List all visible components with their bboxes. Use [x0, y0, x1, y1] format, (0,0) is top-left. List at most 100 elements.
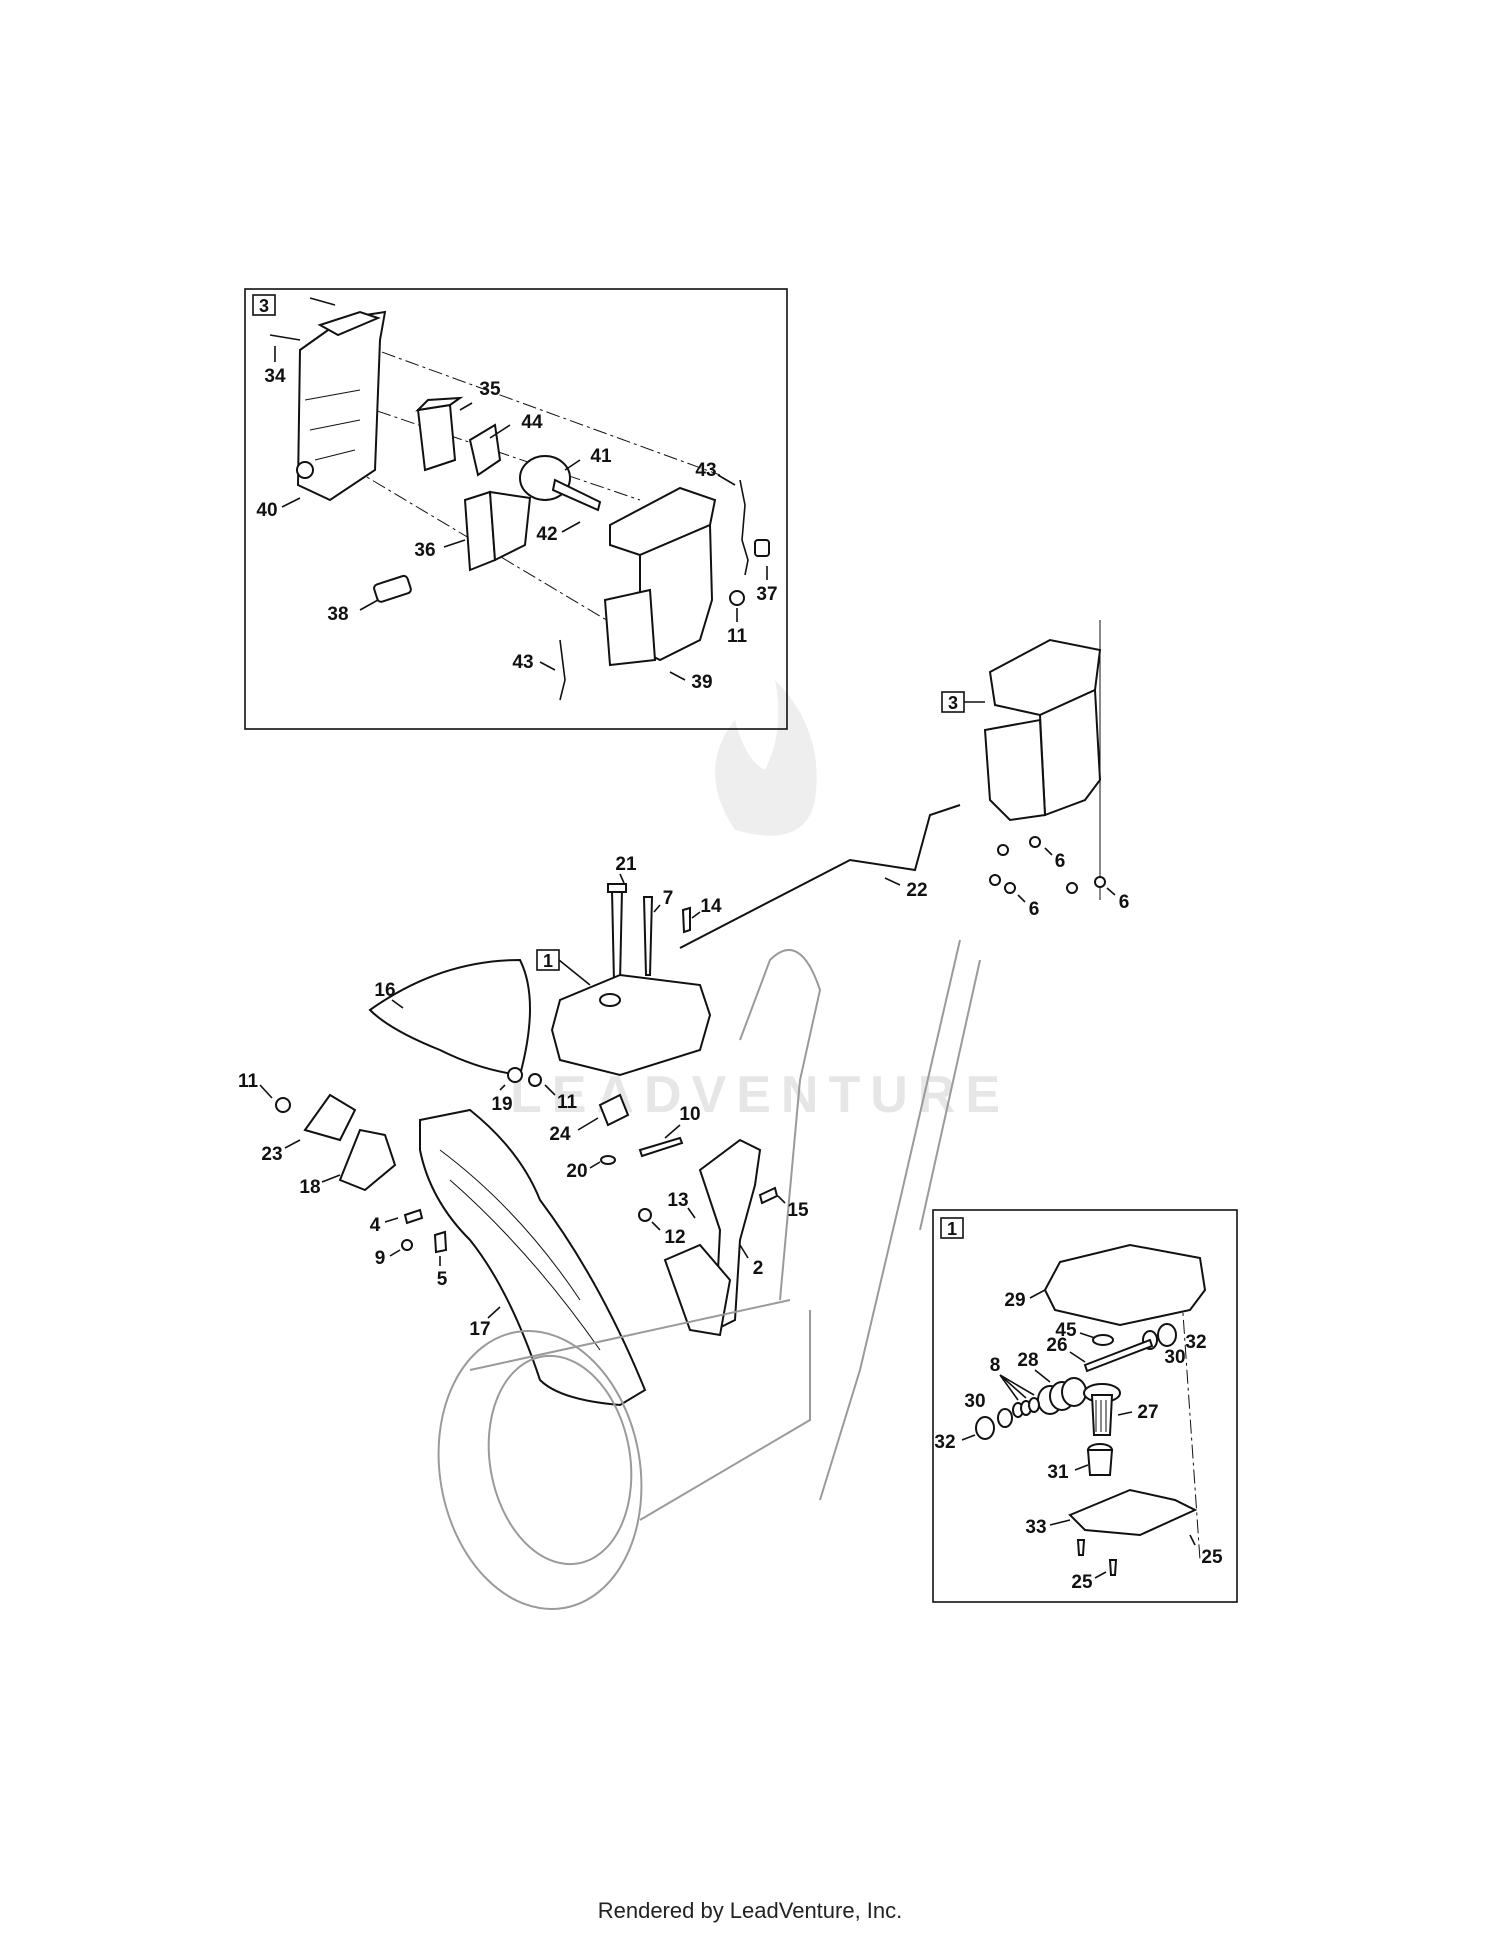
inset-box-3: 3 — [244, 288, 788, 730]
pin-15-part — [758, 1186, 779, 1205]
motor-part — [415, 396, 464, 472]
bushing-31-part — [1086, 1443, 1114, 1476]
washer-30b-part — [997, 1408, 1013, 1428]
callout-35: 35 — [479, 379, 501, 400]
handle-ghost — [739, 939, 981, 1501]
chute-control-housing-part — [603, 486, 717, 667]
bolt-5-part — [433, 1230, 448, 1254]
callout-26: 26 — [1046, 1335, 1067, 1356]
callout-39: 39 — [691, 672, 712, 693]
discharge-chute-part — [419, 1108, 647, 1407]
callout-41: 41 — [590, 446, 612, 467]
callout-30-top: 30 — [1164, 1347, 1185, 1368]
washer-45-part — [1092, 1334, 1114, 1346]
nut-32a-part — [1157, 1323, 1177, 1347]
gearbox-cover-part — [550, 973, 712, 1077]
gear-housing-part — [296, 310, 387, 502]
nut-12-part — [638, 1208, 652, 1222]
screws-6 — [989, 836, 1106, 894]
callout-21: 21 — [615, 854, 637, 875]
callout-32-bottom: 32 — [934, 1432, 955, 1453]
gear-part — [519, 455, 602, 512]
callout-9: 9 — [375, 1248, 386, 1269]
chute-deflector-part — [368, 958, 531, 1077]
inset-3-label: 3 — [259, 296, 269, 316]
callout-6-a: 6 — [1055, 851, 1066, 872]
worm-gear-28-part — [1037, 1377, 1087, 1415]
callout-34: 34 — [264, 366, 286, 387]
screw-25a-part — [1076, 1539, 1086, 1556]
auger-housing-ghost — [437, 1299, 811, 1610]
callout-23: 23 — [261, 1144, 282, 1165]
callout-19: 19 — [491, 1094, 512, 1115]
nut-left-part — [275, 1097, 291, 1113]
callout-27: 27 — [1137, 1402, 1158, 1423]
pin-part — [638, 1136, 684, 1158]
callout-8: 8 — [990, 1355, 1001, 1376]
callout-5: 5 — [437, 1269, 448, 1290]
fitting-part — [373, 574, 412, 603]
callout-36: 36 — [414, 540, 435, 561]
callout-38: 38 — [327, 604, 348, 625]
callout-33: 33 — [1025, 1517, 1046, 1538]
leadventure-watermark: LEADVENTURE — [510, 680, 1010, 1124]
callout-43-top: 43 — [695, 460, 716, 481]
nut-32b-part — [975, 1416, 995, 1440]
chute-support-part — [663, 1138, 762, 1337]
callout-6-c: 6 — [1119, 892, 1130, 913]
washers-8-part — [1012, 1397, 1040, 1418]
cable-part-lower — [559, 639, 566, 701]
callout-25-bottom: 25 — [1071, 1572, 1093, 1593]
footer-credit: Rendered by LeadVenture, Inc. — [597, 1898, 903, 1923]
callout-6-b: 6 — [1029, 899, 1040, 920]
gear-27-part — [1083, 1383, 1121, 1436]
plate-33-part — [1068, 1488, 1198, 1537]
bolt-4-part — [403, 1208, 424, 1225]
nut-9-part — [401, 1239, 413, 1251]
washer-20-part — [600, 1155, 616, 1165]
callout-45: 45 — [1055, 1320, 1077, 1341]
callout-20: 20 — [566, 1161, 587, 1182]
watermark-text: LEADVENTURE — [510, 1066, 1010, 1124]
callout-18: 18 — [299, 1177, 320, 1198]
bracket-part — [303, 1093, 357, 1142]
callout-29: 29 — [1004, 1290, 1025, 1311]
callout-2: 2 — [753, 1258, 764, 1279]
clip-part — [754, 539, 770, 557]
callout-12: 12 — [664, 1227, 685, 1248]
screw-25b-part — [1108, 1559, 1118, 1576]
callout-31: 31 — [1047, 1462, 1069, 1483]
callout-40: 40 — [256, 500, 277, 521]
nut-part-11 — [528, 1073, 542, 1087]
block-part — [598, 1093, 630, 1127]
callout-11-mid: 11 — [557, 1092, 578, 1113]
callout-32-top: 32 — [1185, 1332, 1206, 1353]
ref-box-1: 1 — [543, 951, 553, 971]
callout-15: 15 — [787, 1200, 809, 1221]
callout-13: 13 — [667, 1190, 688, 1211]
callout-42: 42 — [536, 524, 557, 545]
callout-17: 17 — [469, 1319, 490, 1340]
callout-10: 10 — [679, 1104, 700, 1125]
cable-part — [739, 479, 749, 576]
callout-11-left: 11 — [238, 1071, 259, 1092]
callout-28: 28 — [1017, 1350, 1038, 1371]
plate-part — [468, 423, 502, 477]
callout-11-top: 11 — [727, 626, 748, 647]
callout-4: 4 — [370, 1215, 381, 1236]
inset-box-1: 1 29 45 32 30 26 28 8 — [932, 1209, 1238, 1603]
chute-control-assembly: 3 — [941, 620, 1102, 900]
callout-37: 37 — [756, 584, 777, 605]
callout-14: 14 — [700, 896, 722, 917]
callout-22: 22 — [906, 880, 927, 901]
cover-29-part — [1043, 1243, 1207, 1327]
callout-7: 7 — [663, 888, 674, 909]
callout-25-right: 25 — [1201, 1547, 1223, 1568]
callout-43-bottom: 43 — [512, 652, 533, 673]
drive-motor-part — [463, 490, 532, 572]
callout-16: 16 — [374, 980, 395, 1001]
nut-part — [729, 590, 745, 606]
shaft-26-part — [1083, 1338, 1154, 1373]
ref-box-3: 3 — [948, 693, 958, 713]
